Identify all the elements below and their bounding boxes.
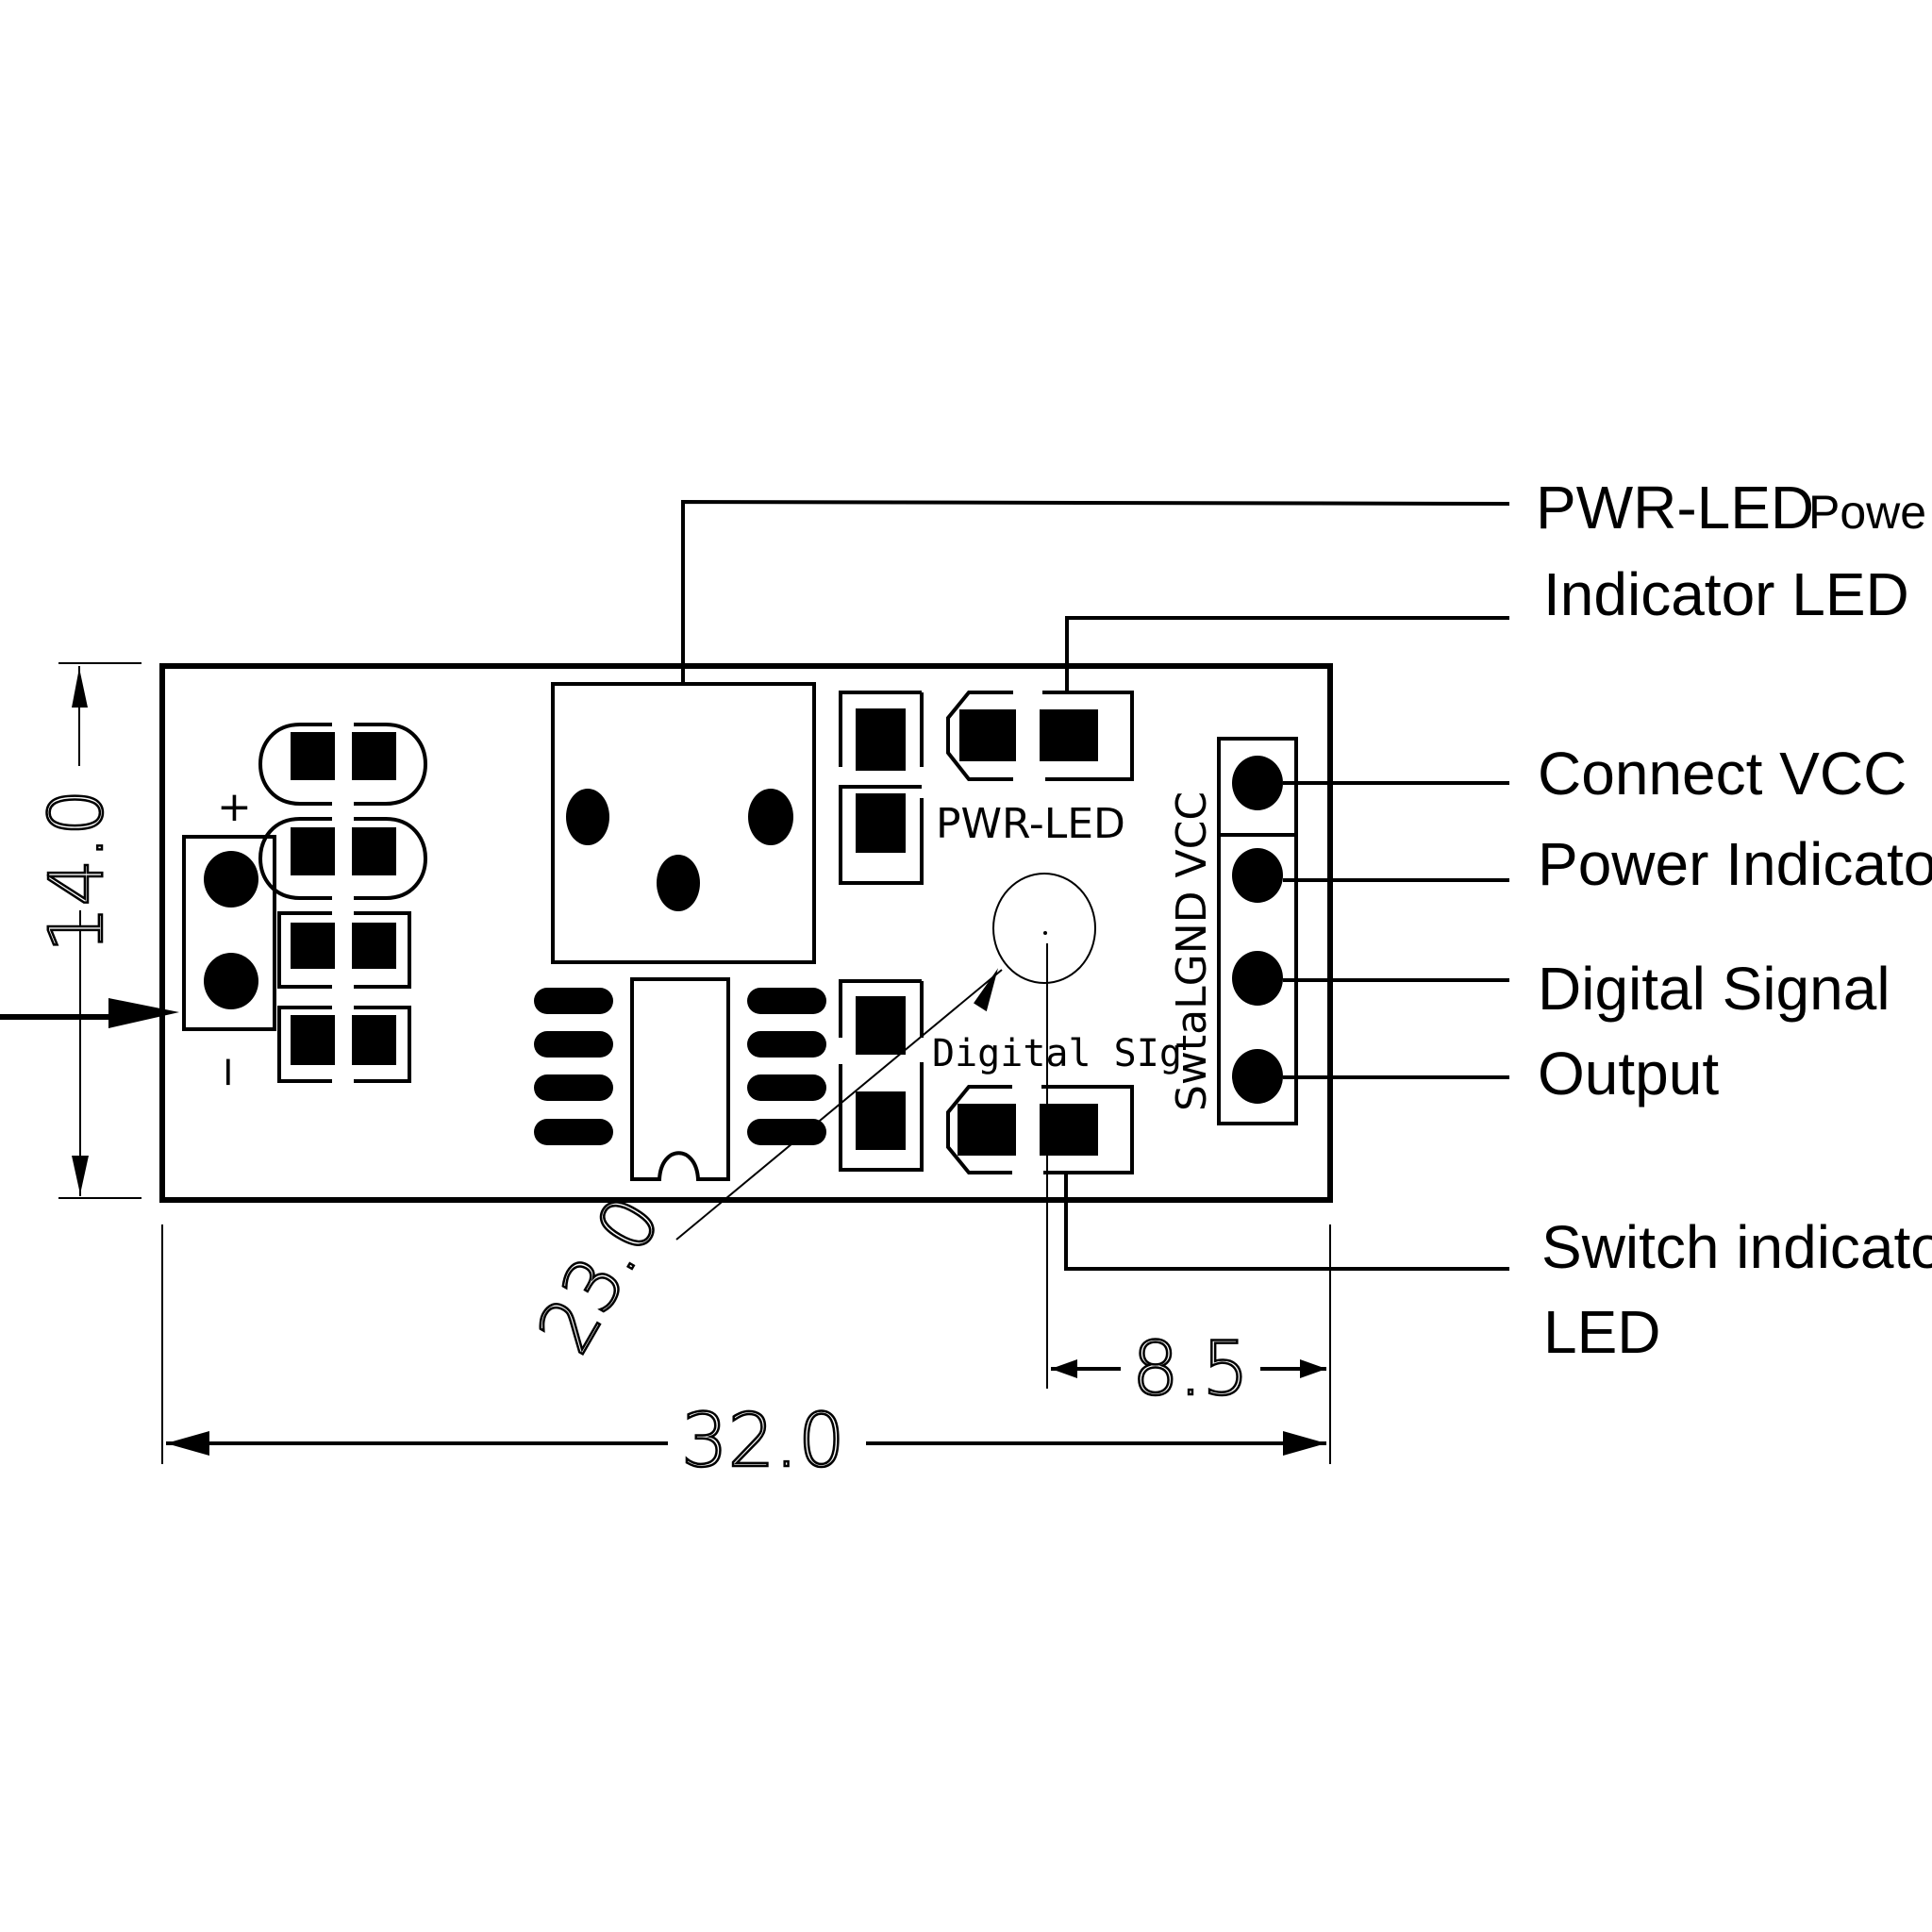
potentiometer-body <box>551 682 816 964</box>
dim-offset-label: 8.5 <box>1132 1327 1249 1412</box>
callout-indicator-led: Indicator LED <box>1543 560 1909 628</box>
switch-led-footprint <box>946 1085 1134 1174</box>
callout-pwr-led: PWR-LED <box>1536 474 1814 541</box>
pad-groups <box>258 723 427 1083</box>
plus-label: + <box>217 783 252 831</box>
minus-label: − <box>205 1055 253 1090</box>
input-arrow <box>0 998 179 1028</box>
comparator-ic <box>534 977 826 1181</box>
dim-diagonal <box>675 968 1003 1241</box>
callout-digital-signal: Digital Signal <box>1538 955 1890 1023</box>
dim-width-label: 32.0 <box>681 1399 845 1484</box>
callout-connect-vcc: Connect VCC <box>1538 740 1907 808</box>
pwr-led-silkscreen: PWR-LED <box>936 800 1125 848</box>
resistor-bottom <box>839 979 924 1172</box>
callout-switch-led: LED <box>1543 1298 1661 1366</box>
pwr-led-footprint <box>946 691 1134 781</box>
light-sensor <box>992 873 1096 984</box>
callout-leaders <box>681 499 1510 1271</box>
dim-width <box>161 1224 1331 1464</box>
dim-height <box>58 662 142 1199</box>
board-outline <box>159 663 1333 1203</box>
resistor-top <box>839 691 924 885</box>
callout-switch-indicator: Switch indicato <box>1541 1213 1932 1281</box>
callout-power-indicator: Power Indicator <box>1538 830 1932 898</box>
power-input-connector <box>182 835 276 1031</box>
dim-height-label: 14.0 <box>35 789 120 953</box>
callout-pwr-led-suffix: Powe <box>1808 486 1926 539</box>
dim-diagonal-label: 23.0 <box>523 1183 678 1367</box>
digital-sig-silkscreen: Digital SIg <box>932 1032 1182 1075</box>
dim-offset <box>1046 943 1326 1389</box>
pin-header <box>1217 737 1298 1125</box>
callout-output: Output <box>1538 1040 1719 1108</box>
pin-labels-silkscreen: SwtaLGND VCC <box>1168 791 1216 1111</box>
